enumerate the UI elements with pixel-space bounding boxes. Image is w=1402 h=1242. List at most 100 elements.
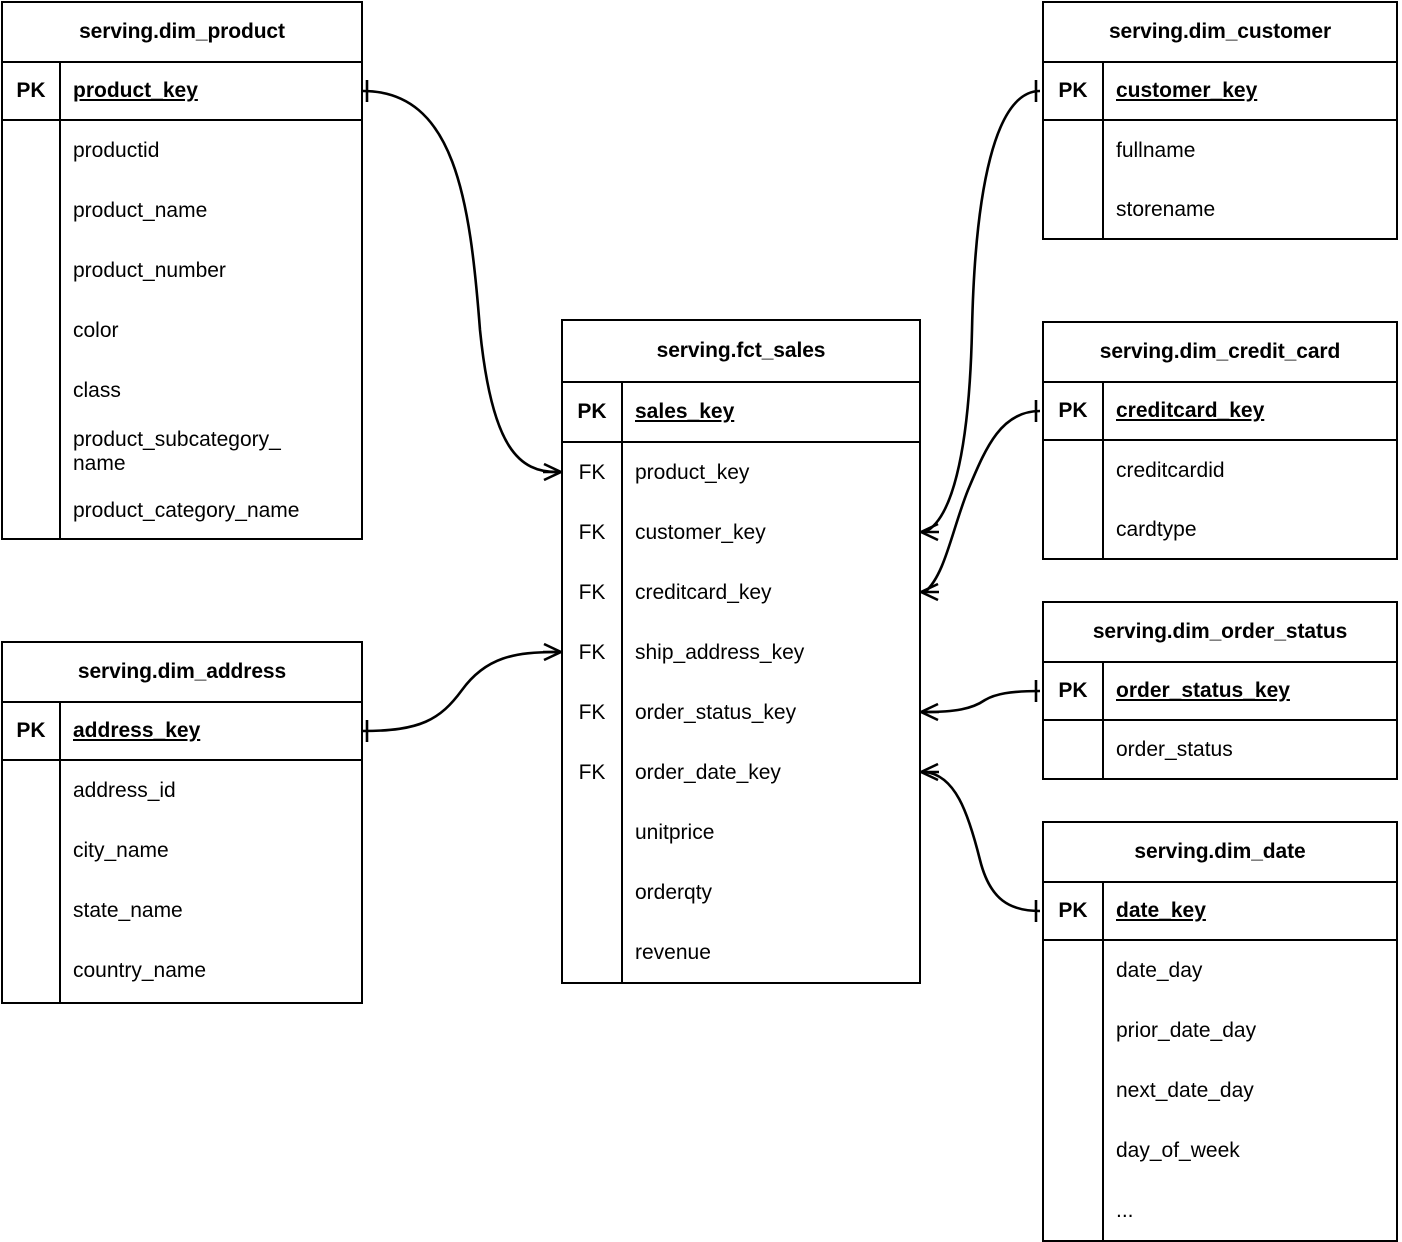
fk-row[interactable]: FK customer_key xyxy=(563,503,919,563)
pk-row[interactable]: PK date_key xyxy=(1044,883,1396,941)
attribute-list: order_status xyxy=(1104,721,1396,778)
pk-badge: PK xyxy=(563,383,623,441)
attribute-item[interactable]: next_date_day xyxy=(1116,1079,1254,1103)
entity-title: serving.dim_customer xyxy=(1044,3,1396,63)
pk-field-name: order_status_key xyxy=(1116,679,1290,702)
attribute-item[interactable]: country_name xyxy=(73,959,207,983)
attributes-block: productid product_name product_number co… xyxy=(3,121,361,538)
pk-row[interactable]: PK customer_key xyxy=(1044,63,1396,121)
attribute-item[interactable]: product_subcategory_ name xyxy=(73,428,281,475)
measure-list: unitprice orderqty revenue xyxy=(623,803,919,984)
fk-field-name: order_date_key xyxy=(635,761,781,784)
fk-row[interactable]: FK order_date_key xyxy=(563,743,919,803)
fk-row[interactable]: FK creditcard_key xyxy=(563,563,919,623)
attribute-item[interactable]: storename xyxy=(1116,197,1216,221)
pk-row[interactable]: PK product_key xyxy=(3,63,361,121)
fk-field-name: creditcard_key xyxy=(635,581,772,604)
attribute-key-gutter xyxy=(1044,721,1104,778)
fk-badge: FK xyxy=(563,563,623,623)
attribute-item[interactable]: class xyxy=(73,379,121,403)
pk-badge: PK xyxy=(1044,383,1104,439)
attribute-list: date_day prior_date_day next_date_day da… xyxy=(1104,941,1396,1240)
attributes-block: fullname storename xyxy=(1044,121,1396,238)
fk-badge: FK xyxy=(563,683,623,743)
fk-row[interactable]: FK product_key xyxy=(563,443,919,503)
fk-badge: FK xyxy=(563,743,623,803)
attribute-item[interactable]: fullname xyxy=(1116,139,1196,163)
entity-dim-product[interactable]: serving.dim_product PK product_key produ… xyxy=(1,1,363,540)
pk-badge: PK xyxy=(1044,63,1104,119)
attribute-item[interactable]: address_id xyxy=(73,779,176,803)
crowsfoot-product-a xyxy=(543,462,562,474)
attribute-item[interactable]: productid xyxy=(73,139,160,163)
attribute-item[interactable]: date_day xyxy=(1116,959,1203,983)
attributes-block: order_status xyxy=(1044,721,1396,778)
crowsfoot-date-a xyxy=(920,762,939,774)
entity-title: serving.fct_sales xyxy=(563,321,919,383)
crowsfoot-customer-a xyxy=(920,522,939,534)
entity-dim-credit-card[interactable]: serving.dim_credit_card PK creditcard_ke… xyxy=(1042,321,1398,560)
measures-block: unitprice orderqty revenue xyxy=(563,803,919,984)
pk-badge: PK xyxy=(1044,663,1104,719)
fk-badge: FK xyxy=(563,443,623,503)
attribute-item[interactable]: order_status xyxy=(1116,737,1233,761)
pk-badge: PK xyxy=(1044,883,1104,939)
attribute-item[interactable]: prior_date_day xyxy=(1116,1019,1257,1043)
entity-dim-address[interactable]: serving.dim_address PK address_key addre… xyxy=(1,641,363,1004)
attribute-key-gutter xyxy=(1044,121,1104,238)
fk-field-name: order_status_key xyxy=(635,701,797,724)
entity-dim-date[interactable]: serving.dim_date PK date_key date_day pr… xyxy=(1042,821,1398,1242)
pk-field-name: date_key xyxy=(1116,899,1206,922)
fk-badge: FK xyxy=(563,623,623,683)
attribute-key-gutter xyxy=(1044,941,1104,1240)
attributes-block: date_day prior_date_day next_date_day da… xyxy=(1044,941,1396,1240)
fk-badge: FK xyxy=(563,503,623,563)
crowsfoot-address-a xyxy=(543,642,562,654)
attribute-item[interactable]: state_name xyxy=(73,899,183,923)
crowsfoot-orderstatus-b xyxy=(920,710,939,722)
pk-row[interactable]: PK address_key xyxy=(3,703,361,761)
attribute-item[interactable]: day_of_week xyxy=(1116,1139,1240,1163)
entity-title: serving.dim_address xyxy=(3,643,361,703)
crowsfoot-creditcard-a xyxy=(920,582,939,594)
attribute-key-gutter xyxy=(3,121,61,538)
measure-item[interactable]: orderqty xyxy=(635,881,713,905)
attribute-item[interactable]: product_category_name xyxy=(73,498,300,522)
measure-key-gutter xyxy=(563,803,623,984)
crowsfoot-orderstatus-a xyxy=(920,702,939,714)
attribute-item[interactable]: product_name xyxy=(73,199,208,223)
attribute-list: productid product_name product_number co… xyxy=(61,121,361,538)
fk-row[interactable]: FK order_status_key xyxy=(563,683,919,743)
relationship-creditcard xyxy=(924,409,1041,593)
fk-row[interactable]: FK ship_address_key xyxy=(563,623,919,683)
attribute-item[interactable]: ... xyxy=(1116,1198,1134,1222)
attribute-list: creditcardid cardtype xyxy=(1104,441,1396,558)
attribute-item[interactable]: city_name xyxy=(73,839,169,863)
entity-dim-customer[interactable]: serving.dim_customer PK customer_key ful… xyxy=(1042,1,1398,240)
pk-field-name: creditcard_key xyxy=(1116,399,1265,422)
pk-field-name: sales_key xyxy=(635,400,735,423)
attribute-item[interactable]: product_number xyxy=(73,259,226,283)
crowsfoot-creditcard-b xyxy=(920,590,939,602)
measure-item[interactable]: unitprice xyxy=(635,821,715,845)
pk-field-name: address_key xyxy=(73,719,201,742)
relationship-address xyxy=(362,650,558,733)
attribute-list: address_id city_name state_name country_… xyxy=(61,761,361,1002)
entity-fct-sales[interactable]: serving.fct_sales PK sales_key FK produc… xyxy=(561,319,921,984)
pk-row[interactable]: PK creditcard_key xyxy=(1044,383,1396,441)
entity-dim-order-status[interactable]: serving.dim_order_status PK order_status… xyxy=(1042,601,1398,780)
attribute-item[interactable]: creditcardid xyxy=(1116,459,1225,483)
attribute-list: fullname storename xyxy=(1104,121,1396,238)
attributes-block: creditcardid cardtype xyxy=(1044,441,1396,558)
measure-item[interactable]: revenue xyxy=(635,941,711,965)
pk-row[interactable]: PK order_status_key xyxy=(1044,663,1396,721)
pk-row[interactable]: PK sales_key xyxy=(563,383,919,443)
attribute-item[interactable]: cardtype xyxy=(1116,517,1197,541)
attribute-key-gutter xyxy=(1044,441,1104,558)
entity-title: serving.dim_date xyxy=(1044,823,1396,883)
fk-field-name: ship_address_key xyxy=(635,641,805,664)
attribute-item[interactable]: color xyxy=(73,319,119,343)
fk-field-name: product_key xyxy=(635,461,750,484)
crowsfoot-customer-b xyxy=(920,530,939,542)
